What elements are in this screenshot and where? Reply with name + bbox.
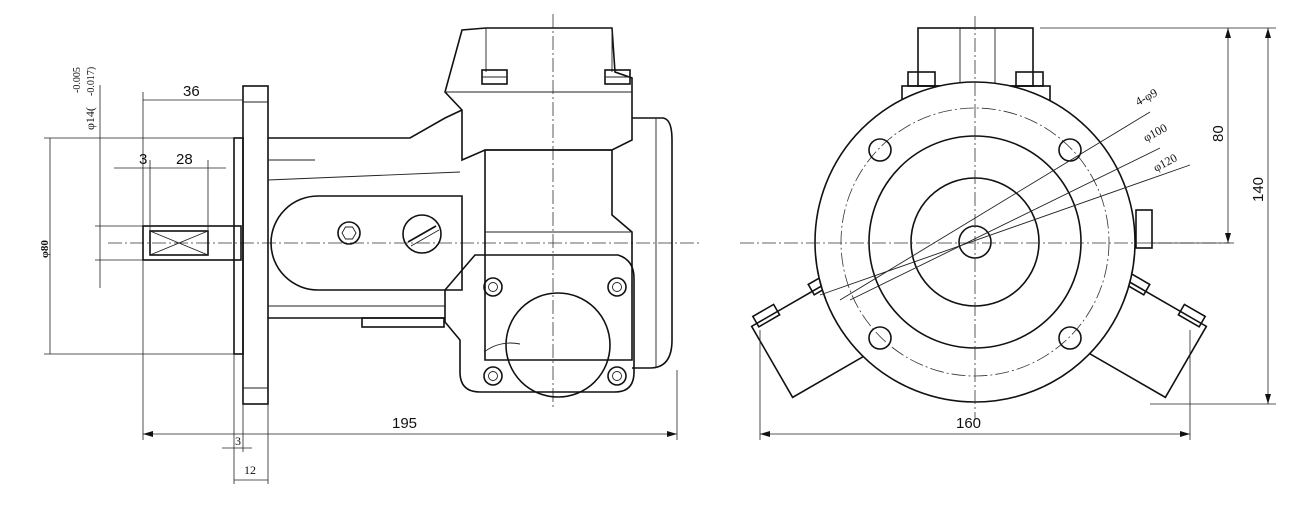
dim-3-gap: 3 <box>235 434 241 448</box>
callout-pcd100: φ100 <box>1141 121 1170 145</box>
side-view: 36 3 28 φ14( -0.005 -0.017) φ80 195 3 1 <box>39 14 700 484</box>
shaft <box>142 225 242 261</box>
callout-pcd120: φ120 <box>1151 151 1180 175</box>
dim-80: 80 <box>1210 125 1227 142</box>
dim-36: 36 <box>183 83 200 100</box>
dim-shaft-tol-main: φ14( <box>83 107 97 130</box>
dim-shaft-tol-lower: -0.017) <box>86 67 97 96</box>
leader-pcd120 <box>819 164 1191 296</box>
block-bolt-bl <box>483 366 503 386</box>
top-bolt-left <box>907 71 936 87</box>
dim-12: 12 <box>244 463 256 477</box>
dim-shaft-tol-upper: -0.005 <box>72 67 83 93</box>
top-bolt-right <box>1015 71 1044 87</box>
dim-195: 195 <box>392 415 417 432</box>
callout-holes: 4-φ9 <box>1133 86 1160 109</box>
end-cap <box>632 117 673 369</box>
front-view: 4-φ9 φ100 φ120 80 140 160 <box>740 16 1276 440</box>
cylinder-bore <box>505 292 611 398</box>
dim-3-shoulder: 3 <box>139 151 147 168</box>
side-port <box>1135 209 1153 249</box>
block-bolt-tl <box>483 277 503 297</box>
adjust-screw <box>402 214 442 254</box>
base-foot <box>361 317 445 328</box>
leader-holes <box>839 111 1151 301</box>
dim-140: 140 <box>1250 177 1267 202</box>
mounting-flange <box>242 85 269 405</box>
hex-bolt <box>337 221 361 245</box>
cylinder-block <box>444 254 635 393</box>
block-bolt-br <box>607 366 627 386</box>
body-top-edge <box>268 109 463 139</box>
mount-hole-br <box>1058 326 1082 350</box>
dim-28: 28 <box>176 151 193 168</box>
mount-hole-bl <box>868 326 892 350</box>
mount-hole-tl <box>868 138 892 162</box>
dim-160: 160 <box>956 415 981 432</box>
lever-arm <box>270 195 463 291</box>
leader-pcd100 <box>849 147 1161 301</box>
dim-phi80: φ80 <box>39 240 51 258</box>
keyway <box>149 230 209 256</box>
block-bolt-tr <box>607 277 627 297</box>
top-housing <box>444 27 633 162</box>
